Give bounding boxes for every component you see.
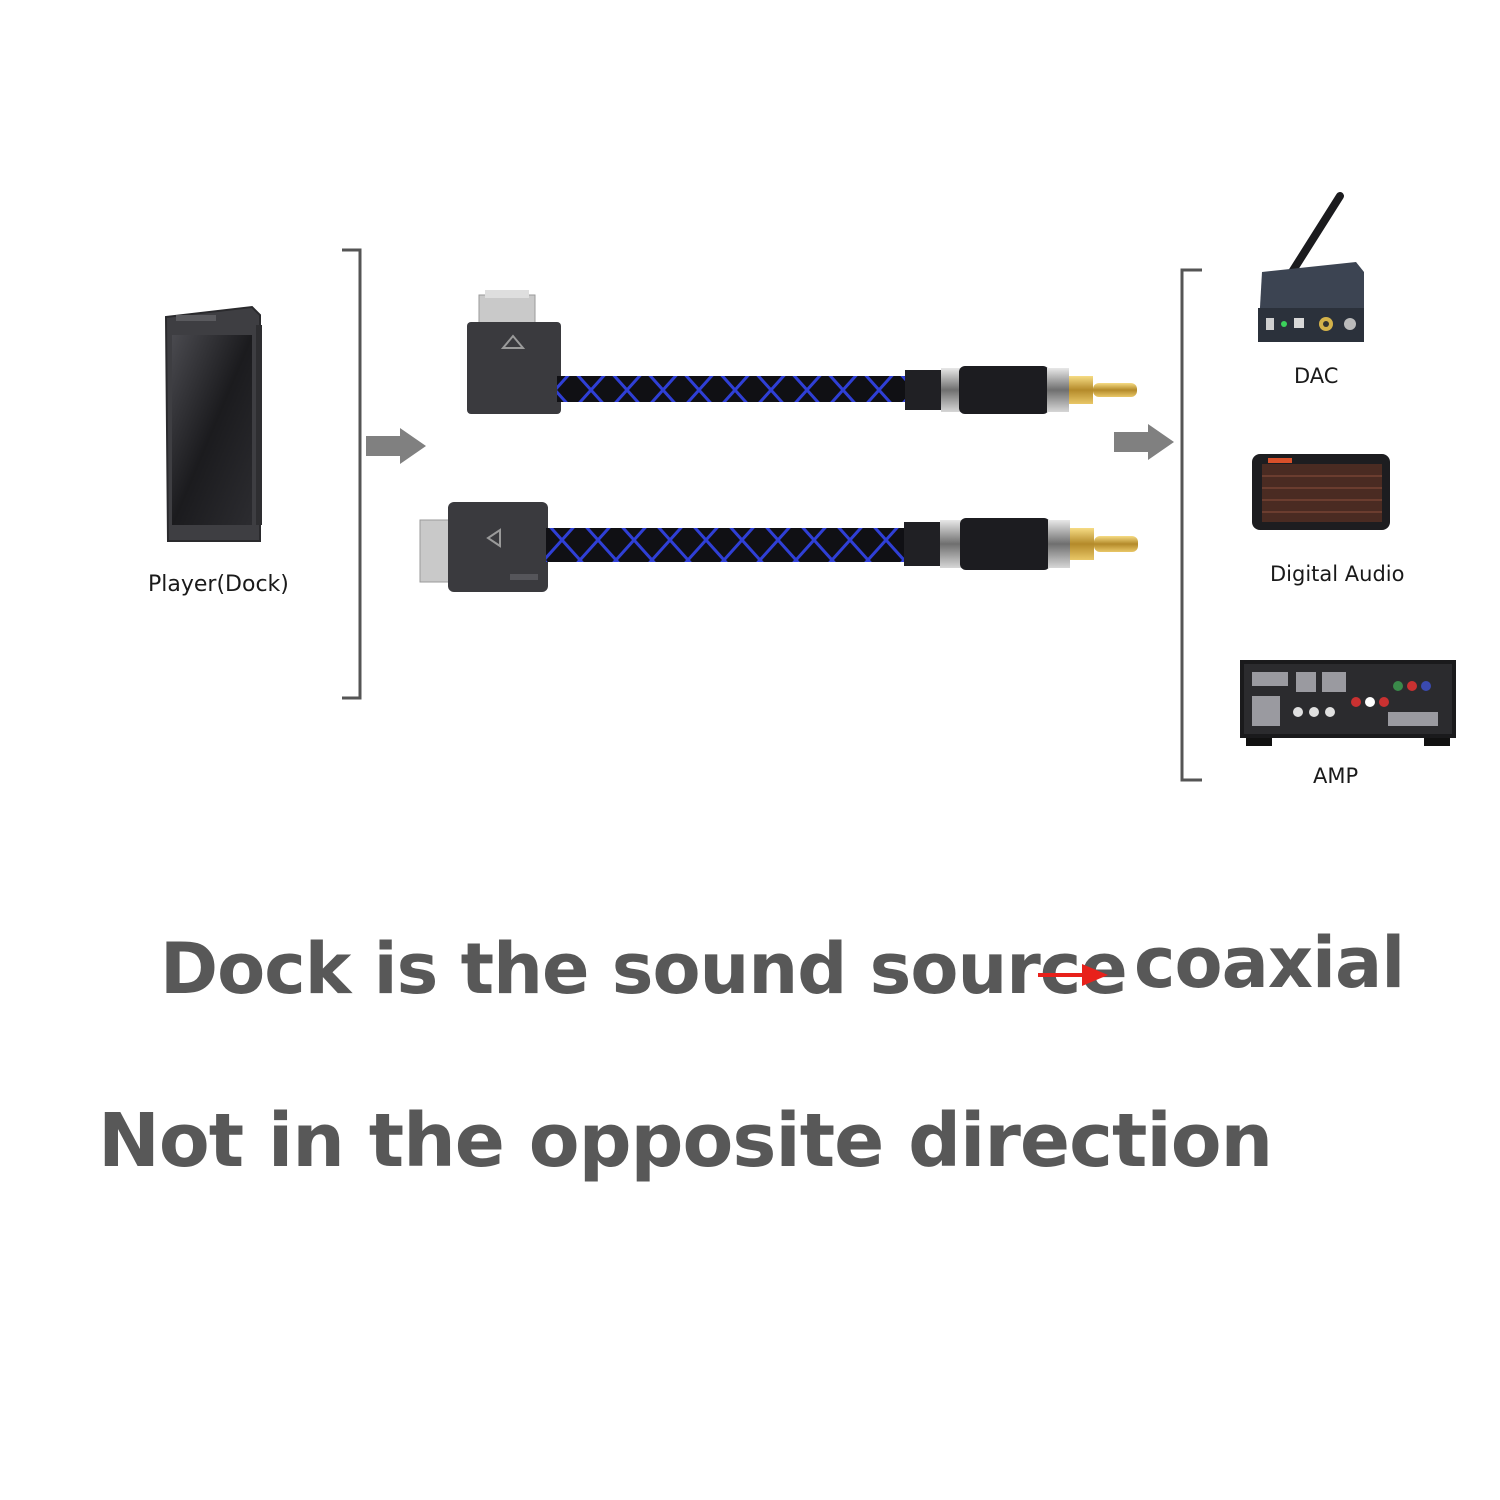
target-label-dac: DAC — [1294, 364, 1339, 388]
dac-device-icon — [1258, 192, 1364, 342]
media-player-icon — [164, 305, 262, 542]
source-label: Player(Dock) — [148, 572, 289, 597]
target-label-amp: AMP — [1313, 764, 1359, 788]
headline-target-text: coaxial — [1134, 922, 1405, 1004]
straight-dock-to-rca-cable — [419, 502, 1138, 592]
target-bracket — [1180, 268, 1202, 782]
red-arrow-icon — [1038, 964, 1108, 986]
digital-speaker-icon — [1252, 454, 1390, 530]
arrow-right-icon — [1114, 424, 1174, 460]
right-angle-dock-to-rca-cable — [467, 290, 1137, 414]
headline-source-text: Dock is the sound source — [160, 928, 1128, 1010]
direction-note: Not in the opposite direction — [98, 1098, 1273, 1184]
arrow-right-icon — [366, 428, 426, 464]
target-label-digital-audio: Digital Audio — [1270, 562, 1405, 586]
source-bracket — [342, 248, 362, 700]
av-receiver-icon — [1240, 660, 1456, 746]
